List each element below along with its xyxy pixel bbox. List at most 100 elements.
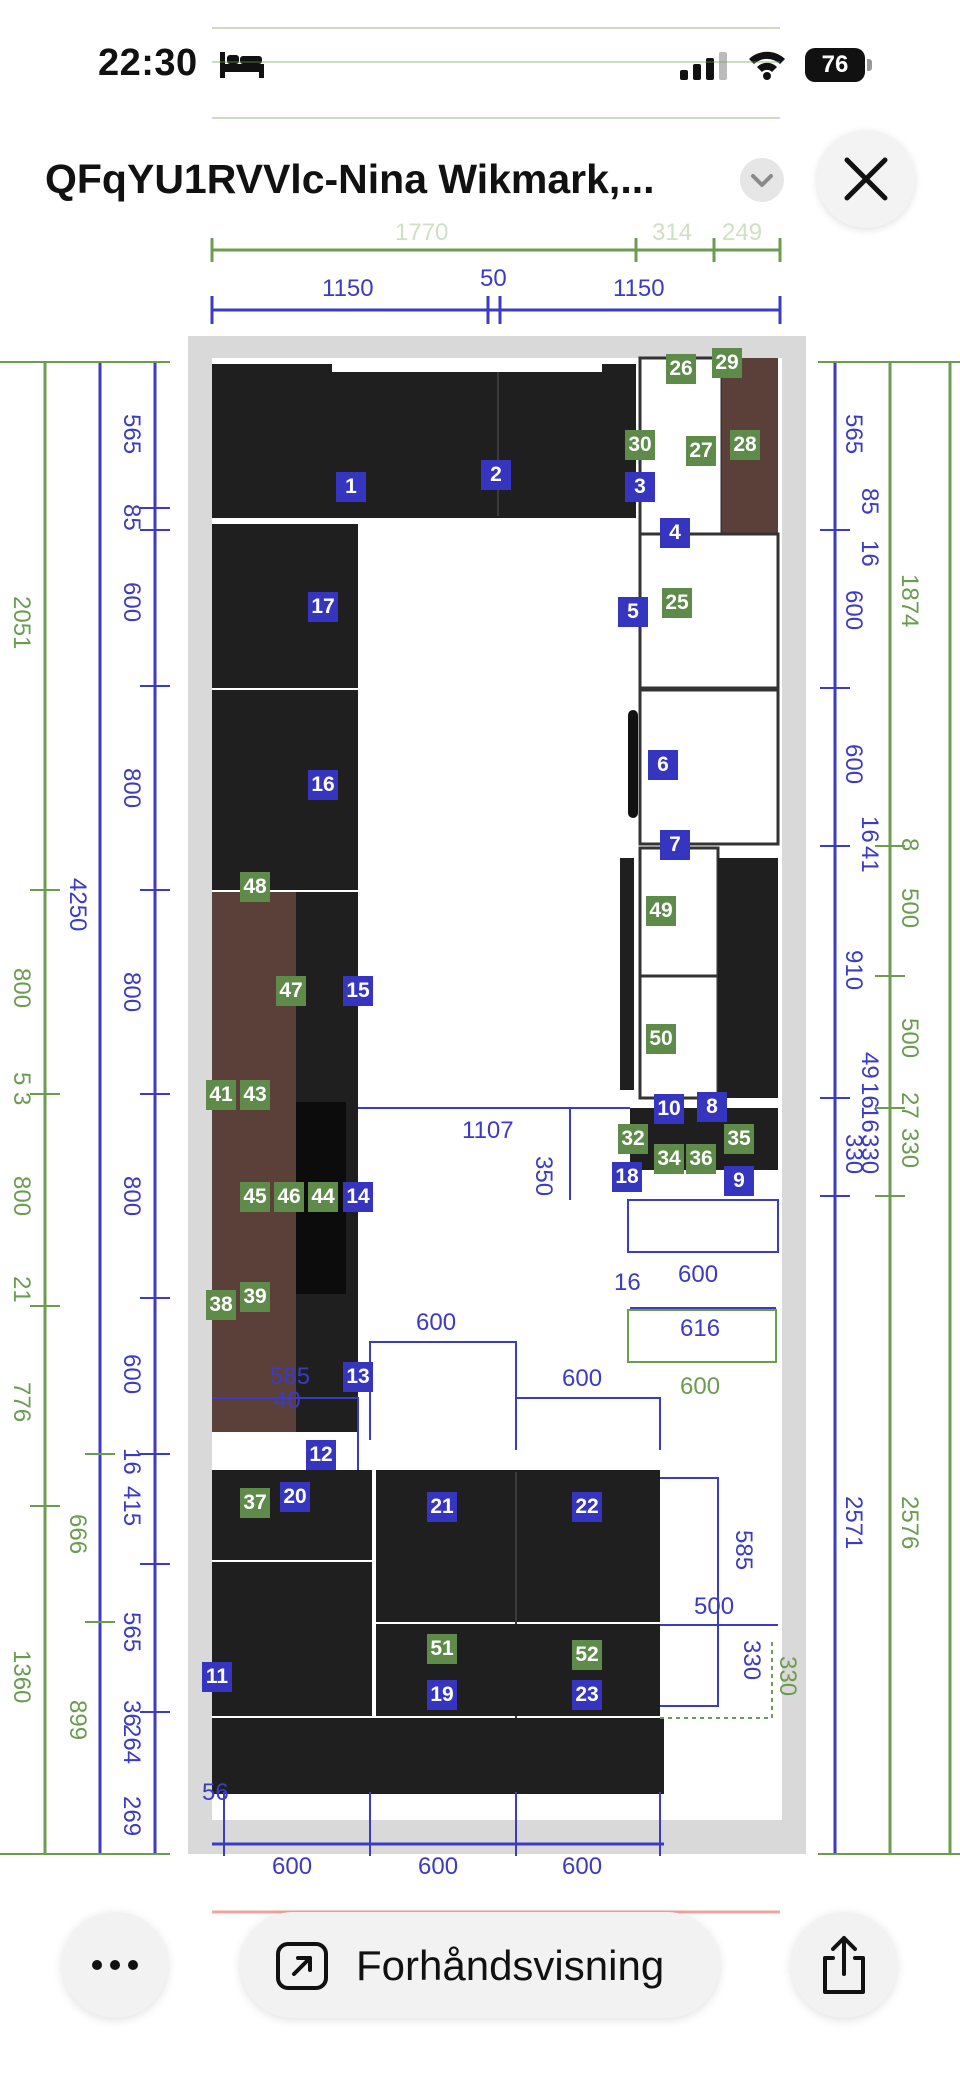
left-brown-panel [212, 892, 296, 1432]
cabinet-tag-14[interactable]: 14 [343, 1182, 373, 1212]
cabinet-tag-10[interactable]: 10 [654, 1094, 684, 1124]
accessory-tag-43[interactable]: 43 [240, 1080, 270, 1110]
accessory-tag-26[interactable]: 26 [666, 354, 696, 384]
accessory-tag-47[interactable]: 47 [276, 976, 306, 1006]
top-blue-dimension: 1150 50 1150 [210, 265, 782, 324]
accessory-tag-27[interactable]: 27 [686, 436, 716, 466]
top-dim-50: 50 [480, 265, 507, 292]
inner-dim-1107: 1107 [462, 1117, 514, 1144]
inner-dim-40: 40 [274, 1387, 301, 1414]
cabinet-tag-22[interactable]: 22 [572, 1492, 602, 1522]
right-dim-330-a: 330 [840, 1134, 867, 1174]
left-dim-264: 264 [118, 1724, 145, 1764]
document-title[interactable]: QFqYU1RVVlc-Nina Wikmark,... [45, 156, 655, 202]
cabinet-tag-5[interactable]: 5 [618, 597, 648, 627]
left-dim-800-b: 800 [118, 972, 145, 1012]
left-dim-16: 16 [118, 1448, 145, 1475]
cabinet-tag-2[interactable]: 2 [481, 460, 511, 490]
right-dim-16-b: 16 [856, 816, 883, 843]
cabinet-tag-15[interactable]: 15 [343, 976, 373, 1006]
right-dim-8: 8 [896, 838, 923, 851]
bottom-dim-56: 56 [202, 1779, 229, 1806]
cabinet-tag-8[interactable]: 8 [697, 1092, 727, 1122]
cabinet-tag-1[interactable]: 1 [336, 472, 366, 502]
title-menu-button[interactable] [740, 158, 784, 202]
close-button[interactable] [817, 130, 915, 228]
left-dim-800-g2: 800 [8, 1176, 35, 1216]
accessory-tag-39[interactable]: 39 [240, 1282, 270, 1312]
left-dim-269: 269 [118, 1796, 145, 1836]
accessory-tag-25[interactable]: 25 [662, 588, 692, 618]
left-dim-4250: 4250 [64, 878, 91, 931]
top-dim-1770: 1770 [395, 219, 448, 246]
right-dim-600-b: 600 [840, 744, 867, 784]
accessory-tag-48[interactable]: 48 [240, 872, 270, 902]
arrow-up-right-icon [276, 1942, 328, 1990]
accessory-tag-51[interactable]: 51 [427, 1634, 457, 1664]
top-dim-249: 249 [722, 219, 762, 246]
cabinet-tag-12[interactable]: 12 [306, 1440, 336, 1470]
status-bar: 22:30 76 [0, 0, 960, 130]
left-dimensions: 565 85 600 800 800 800 600 16 415 565 36… [0, 361, 170, 1855]
left-dim-600: 600 [118, 582, 145, 622]
accessory-tag-37[interactable]: 37 [240, 1488, 270, 1518]
accessory-tag-29[interactable]: 29 [712, 348, 742, 378]
cabinet-tag-16[interactable]: 16 [308, 770, 338, 800]
left-dim-5-3: 5 3 [8, 1072, 35, 1105]
accessory-tag-52[interactable]: 52 [572, 1640, 602, 1670]
accessory-tag-38[interactable]: 38 [206, 1290, 236, 1320]
cabinet-tag-21[interactable]: 21 [427, 1492, 457, 1522]
accessory-tag-28[interactable]: 28 [730, 430, 760, 460]
cabinet-tag-3[interactable]: 3 [625, 472, 655, 502]
accessory-tag-44[interactable]: 44 [308, 1182, 338, 1212]
accessory-tag-32[interactable]: 32 [618, 1124, 648, 1154]
share-button[interactable] [791, 1912, 897, 2018]
cabinet-tag-9[interactable]: 9 [724, 1166, 754, 1196]
top-dim-314: 314 [652, 219, 692, 246]
preview-button[interactable]: Forhåndsvisning [240, 1912, 720, 2018]
inner-dim-16: 16 [614, 1269, 641, 1296]
signal-icon [680, 52, 727, 80]
inner-dim-585: 585 [270, 1363, 310, 1390]
right-dim-41: 41 [856, 846, 883, 873]
left-dim-899: 899 [64, 1700, 91, 1740]
accessory-tag-30[interactable]: 30 [625, 430, 655, 460]
more-button[interactable] [62, 1912, 168, 2018]
island-top [376, 1470, 660, 1622]
top-cabinets [212, 364, 636, 518]
cabinet-tag-19[interactable]: 19 [427, 1680, 457, 1710]
left-dim-21: 21 [8, 1276, 35, 1303]
accessory-tag-46[interactable]: 46 [274, 1182, 304, 1212]
status-time: 22:30 [98, 42, 198, 84]
accessory-tag-34[interactable]: 34 [654, 1144, 684, 1174]
left-dim-800-c: 800 [118, 1176, 145, 1216]
right-dim-2576: 2576 [896, 1496, 923, 1549]
left-dim-776: 776 [8, 1382, 35, 1422]
accessory-tag-35[interactable]: 35 [724, 1124, 754, 1154]
right-dim-1874: 1874 [896, 574, 923, 627]
bottom-dim-600-2: 600 [418, 1853, 458, 1880]
accessory-tag-50[interactable]: 50 [646, 1024, 676, 1054]
right-unit-5 [638, 532, 780, 690]
inner-dim-585-right: 585 [730, 1530, 757, 1570]
cabinet-tag-20[interactable]: 20 [280, 1482, 310, 1512]
bottom-dim-600-1: 600 [272, 1853, 312, 1880]
battery-icon: 76 [805, 48, 873, 82]
right-dimensions: 565 85 16 600 600 16 41 910 49 16 16 330… [818, 361, 960, 1855]
right-dim-27: 27 [896, 1092, 923, 1119]
cabinet-tag-18[interactable]: 18 [612, 1162, 642, 1192]
cabinet-tag-7[interactable]: 7 [660, 830, 690, 860]
accessory-tag-41[interactable]: 41 [206, 1080, 236, 1110]
cabinet-tag-6[interactable]: 6 [648, 750, 678, 780]
cabinet-tag-17[interactable]: 17 [308, 592, 338, 622]
cabinet-tag-13[interactable]: 13 [343, 1362, 373, 1392]
accessory-tag-36[interactable]: 36 [686, 1144, 716, 1174]
accessory-tag-45[interactable]: 45 [240, 1182, 270, 1212]
right-dim-565: 565 [840, 414, 867, 454]
cabinet-tag-11[interactable]: 11 [202, 1662, 232, 1692]
accessory-tag-49[interactable]: 49 [646, 896, 676, 926]
right-dim-16-c: 16 [856, 1082, 883, 1109]
close-icon [844, 157, 888, 201]
cabinet-tag-23[interactable]: 23 [572, 1680, 602, 1710]
cabinet-tag-4[interactable]: 4 [660, 518, 690, 548]
